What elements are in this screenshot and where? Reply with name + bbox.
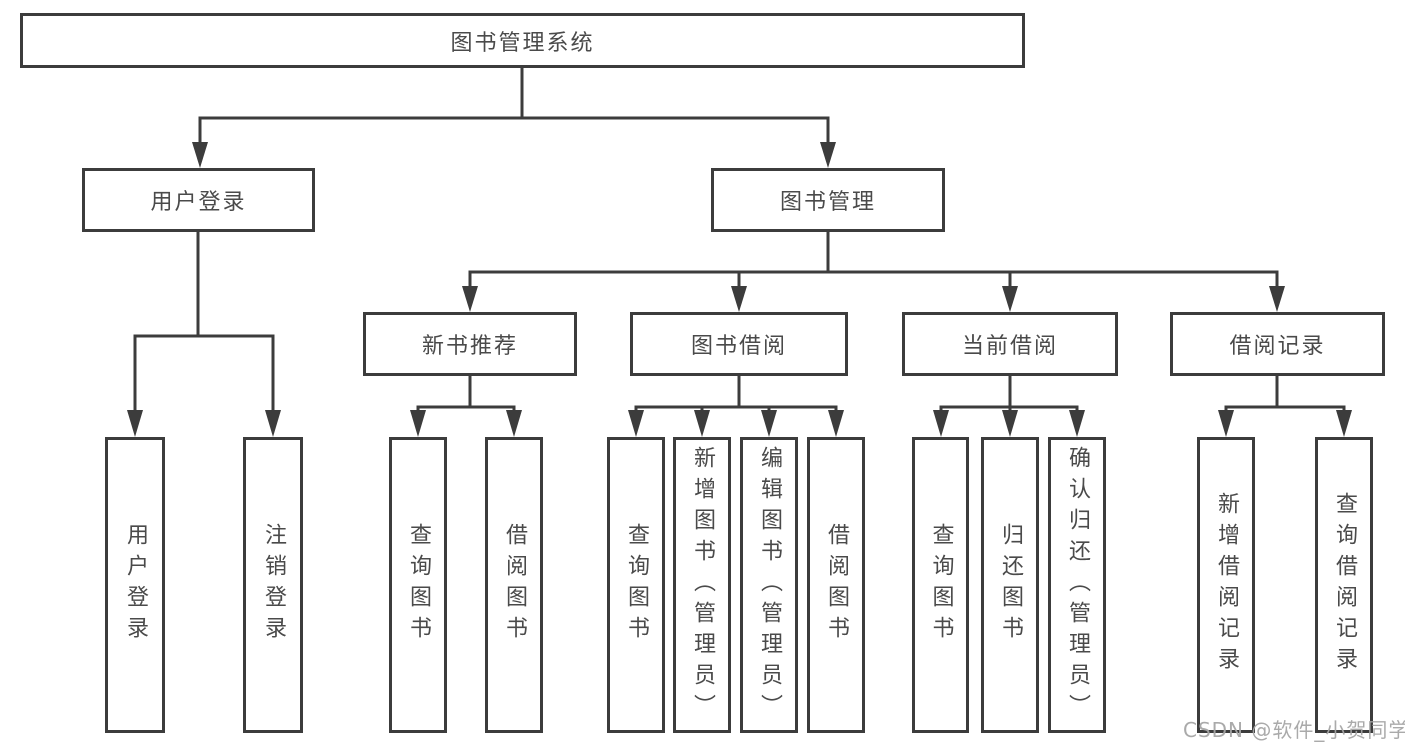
node-label: 图书管理系统 <box>450 30 595 56</box>
node-label: 新增图书（管理员） <box>690 445 715 725</box>
csdn-watermark: CSDN @软件_小贺同学 <box>1183 718 1405 742</box>
node-book-borrowing: 图书借阅 <box>630 312 848 376</box>
node-label: 借阅记录 <box>1229 334 1326 359</box>
leaf-confirm-return-admin: 确认归还（管理员） <box>1048 437 1106 733</box>
leaf-logout: 注销登录 <box>243 437 303 733</box>
node-label: 编辑图书（管理员） <box>757 445 782 725</box>
node-user-login: 用户登录 <box>82 168 315 232</box>
node-label: 查询图书 <box>624 523 649 647</box>
connector-book-borrow-children <box>628 376 844 437</box>
leaf-borrow-books: 借阅图书 <box>807 437 865 733</box>
connector-root-to-level1 <box>192 68 836 168</box>
leaf-query-borrow-record: 查询借阅记录 <box>1315 437 1373 733</box>
node-label: 用户登录 <box>150 190 247 215</box>
leaf-query-books-recommend: 查询图书 <box>389 437 447 733</box>
leaf-user-login: 用户登录 <box>105 437 165 733</box>
leaf-edit-books-admin: 编辑图书（管理员） <box>740 437 798 733</box>
connector-new-book-children <box>410 376 522 437</box>
leaf-query-books-borrow: 查询图书 <box>607 437 665 733</box>
node-label: 借阅图书 <box>502 523 527 647</box>
leaf-query-books-current: 查询图书 <box>912 437 969 733</box>
leaf-return-books: 归还图书 <box>981 437 1039 733</box>
connector-current-borrow-children <box>933 376 1085 437</box>
connector-user-login-children <box>127 232 281 437</box>
leaf-add-borrow-record: 新增借阅记录 <box>1197 437 1255 733</box>
leaf-add-books-admin: 新增图书（管理员） <box>673 437 731 733</box>
node-label: 图书借阅 <box>690 334 787 359</box>
node-label: 新增借阅记录 <box>1214 492 1239 678</box>
node-label: 查询图书 <box>928 523 954 647</box>
node-label: 用户登录 <box>123 523 148 647</box>
leaf-borrow-books-recommend: 借阅图书 <box>485 437 543 733</box>
node-label: 图书管理 <box>779 190 876 215</box>
node-label: 注销登录 <box>261 523 286 647</box>
node-book-management: 图书管理 <box>711 168 945 232</box>
connector-book-management-children <box>462 232 1285 312</box>
connector-borrow-records-children <box>1218 376 1352 437</box>
node-new-book-recommendation: 新书推荐 <box>363 312 577 376</box>
node-label: 查询图书 <box>406 523 431 647</box>
node-label: 新书推荐 <box>421 334 518 359</box>
node-label: 当前借阅 <box>961 334 1058 359</box>
node-label: 确认归还（管理员） <box>1065 445 1090 725</box>
node-root-library-management-system: 图书管理系统 <box>20 13 1025 68</box>
node-label: 归还图书 <box>998 523 1023 647</box>
node-label: 查询借阅记录 <box>1332 492 1357 678</box>
node-current-borrowing: 当前借阅 <box>902 312 1118 376</box>
node-borrowing-records: 借阅记录 <box>1170 312 1385 376</box>
node-label: 借阅图书 <box>824 523 849 647</box>
